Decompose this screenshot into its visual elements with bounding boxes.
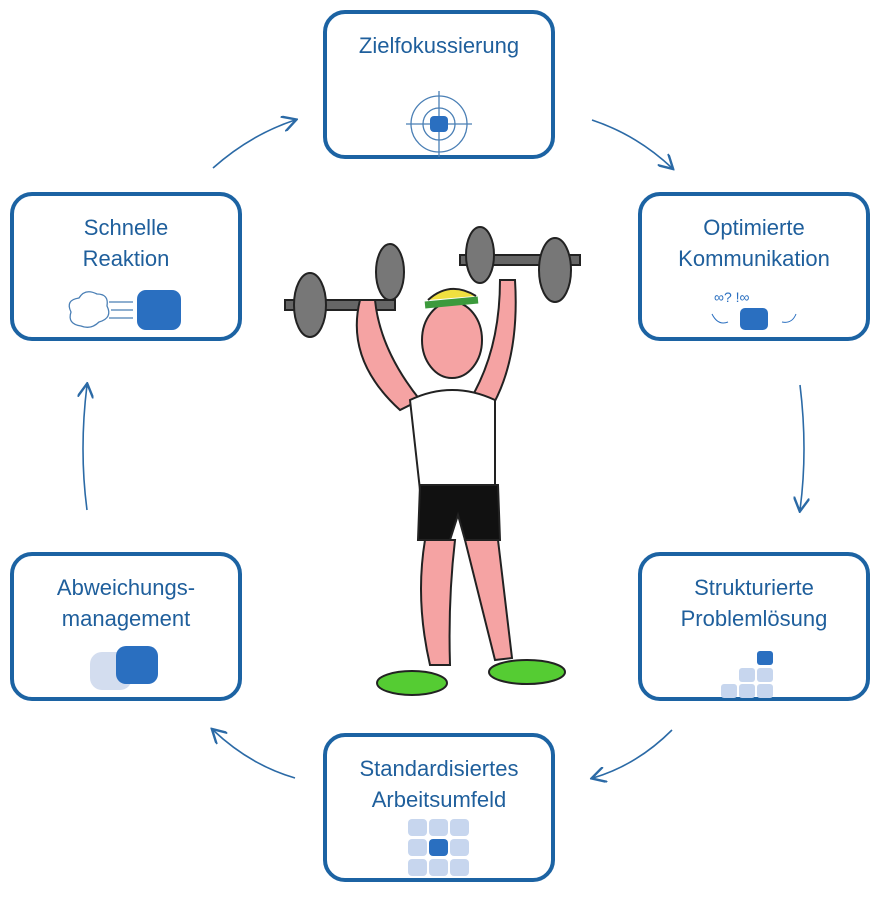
- box-label: Schnelle Reaktion: [82, 215, 170, 271]
- arrow: [83, 385, 87, 511]
- box-standardisiertes-arbeitsumfeld: Standardisiertes Arbeitsumfeld: [323, 733, 555, 882]
- box-zielfokussierung: Zielfokussierung: [323, 10, 555, 159]
- box-label: Optimierte Kommunikation: [678, 215, 830, 271]
- grid-blocks-icon: [408, 819, 469, 876]
- arrow: [591, 119, 672, 168]
- target-icon: [406, 91, 472, 157]
- box-schnelle-reaktion: Schnelle Reaktion: [10, 192, 242, 341]
- box-label: Standardisiertes Arbeitsumfeld: [359, 756, 519, 812]
- speed-cloud-icon: [68, 290, 181, 330]
- box-strukturierte-problemloesung: Strukturierte Problemlösung: [638, 552, 870, 701]
- svg-text:∞? !∞: ∞? !∞: [714, 289, 750, 305]
- arrow: [800, 384, 804, 510]
- arrow: [593, 729, 673, 778]
- box-label: Strukturierte Problemlösung: [680, 575, 828, 631]
- arrow: [212, 120, 295, 169]
- stairs-blocks-icon: [721, 651, 773, 698]
- arrow: [213, 730, 296, 779]
- box-abweichungsmanagement: Abweichungs- management: [10, 552, 242, 701]
- box-label: Zielfokussierung: [358, 33, 520, 58]
- communication-icon: ∞? !∞: [711, 289, 797, 330]
- overlap-blocks-icon: [90, 646, 158, 690]
- box-label: Abweichungs- management: [56, 575, 196, 631]
- box-optimierte-kommunikation: Optimierte Kommunikation ∞? !∞: [638, 192, 870, 341]
